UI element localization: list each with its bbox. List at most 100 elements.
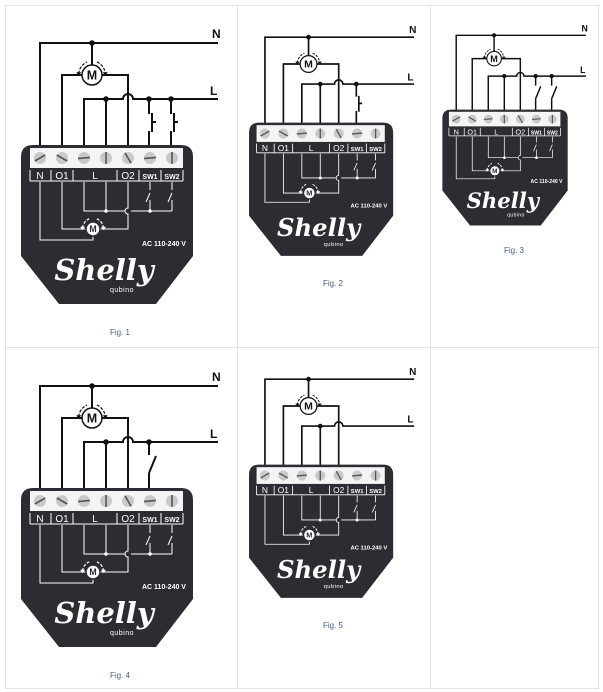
terminal-label-sw2: SW2: [369, 147, 382, 153]
neutral-wire: [39, 42, 218, 148]
terminal-label-n: N: [262, 143, 268, 153]
terminal-screw-icon: [34, 152, 46, 164]
terminal-screw-icon: [499, 114, 509, 124]
terminal-screw-icon: [467, 114, 477, 124]
junction-dot: [148, 552, 152, 556]
internal-o1-wire: [282, 495, 304, 536]
screw-slot: [77, 499, 91, 503]
neutral-label: N: [212, 370, 221, 384]
neutral-label: N: [409, 25, 416, 36]
terminal-label-sw2: SW2: [547, 130, 558, 136]
terminal-label-o2: O2: [121, 171, 135, 182]
junction-dot: [104, 209, 108, 213]
terminal-screw-icon: [315, 128, 326, 139]
internal-o2-wire: [315, 153, 340, 194]
internal-switch-icon: [533, 136, 537, 158]
internal-switch-icon: [353, 153, 358, 178]
motor-circle: [85, 221, 101, 237]
junction-dot: [355, 176, 359, 180]
terminal-label-l: L: [92, 171, 98, 182]
screw-slot: [335, 128, 342, 139]
screw-slot: [260, 130, 270, 137]
o2-wire: [316, 405, 340, 468]
neutral-label: N: [409, 367, 416, 378]
motor-label: M: [492, 168, 497, 175]
terminal-label-l: L: [309, 143, 314, 153]
motor-label: M: [306, 189, 312, 198]
terminal-screw-icon: [56, 152, 68, 164]
motor-circle: [299, 54, 318, 73]
pushbutton-switch-icon: [170, 99, 178, 148]
arrow-head-icon: [298, 533, 303, 537]
internal-switch-icon: [145, 182, 151, 211]
shelly-logo: Shelly: [54, 253, 156, 287]
screw-slot: [124, 495, 132, 507]
neutral-wire: [455, 34, 586, 112]
junction-dot: [317, 423, 323, 429]
terminal-screw-icon: [483, 114, 493, 124]
terminal-label-l: L: [494, 127, 498, 136]
voltage-rating: AC 110-240 V: [142, 241, 186, 248]
line-wire: [83, 436, 218, 491]
qubino-logo: qubino: [324, 242, 344, 248]
junction-dot: [502, 156, 506, 160]
junction-dot: [103, 439, 109, 445]
junction-dot: [306, 376, 311, 382]
terminal-label-frame: [29, 170, 184, 182]
terminal-screw-icon: [531, 114, 541, 124]
terminal-label-sw2: SW2: [164, 174, 179, 181]
figure-caption: Fig. 1: [109, 328, 131, 337]
motor-circle: [302, 186, 316, 200]
junction-dot: [353, 81, 359, 87]
internal-switch-icon: [371, 495, 376, 520]
junction-dot: [103, 96, 109, 102]
line-wire: [300, 421, 415, 468]
line-label: L: [210, 427, 217, 441]
neutral-label: N: [212, 27, 221, 41]
terminal-label-n: N: [36, 514, 43, 525]
screw-slot: [34, 497, 46, 505]
o2-wire: [501, 57, 522, 112]
arrow-head-icon: [298, 191, 303, 195]
screw-slot: [143, 499, 157, 503]
pushbutton-switch-icon: [148, 99, 156, 148]
internal-switch-icon: [145, 525, 151, 554]
arrow-head-icon: [317, 403, 322, 407]
voltage-rating: AC 110-240 V: [531, 179, 564, 185]
junction-dot: [148, 209, 152, 213]
motor-circle: [81, 64, 103, 86]
terminal-screw-icon: [100, 152, 112, 164]
arrow-head-icon: [482, 56, 487, 60]
screw-slot: [77, 156, 91, 160]
terminal-screw-icon: [352, 470, 363, 481]
terminal-label-o1: O1: [55, 514, 69, 525]
shelly-logo: Shelly: [277, 213, 362, 242]
motor-circle: [85, 564, 101, 580]
junction-dot: [89, 383, 95, 389]
terminal-label-sw1: SW1: [351, 147, 364, 153]
motor-label: M: [490, 54, 498, 64]
neutral-label: N: [582, 24, 588, 34]
qubino-logo: qubino: [324, 584, 344, 590]
line-wire: [300, 79, 415, 126]
o1-wire: [61, 74, 82, 148]
motor-label: M: [89, 567, 96, 577]
row-divider: [5, 347, 599, 348]
screw-slot: [56, 154, 68, 162]
internal-o2-wire: [315, 495, 340, 536]
terminal-screw-icon: [451, 114, 461, 124]
terminal-screw-icon: [296, 470, 307, 481]
terminal-label-sw1: SW1: [142, 174, 157, 181]
terminal-screw-icon: [296, 128, 307, 139]
terminal-label-l: L: [92, 514, 98, 525]
arrow-head-icon: [100, 569, 106, 574]
screw-slot: [517, 115, 524, 124]
screw-slot: [531, 118, 541, 121]
qubino-logo: qubino: [110, 630, 134, 637]
arrow-head-icon: [317, 61, 322, 65]
o2-wire: [102, 74, 129, 148]
motor-circle: [81, 407, 103, 429]
